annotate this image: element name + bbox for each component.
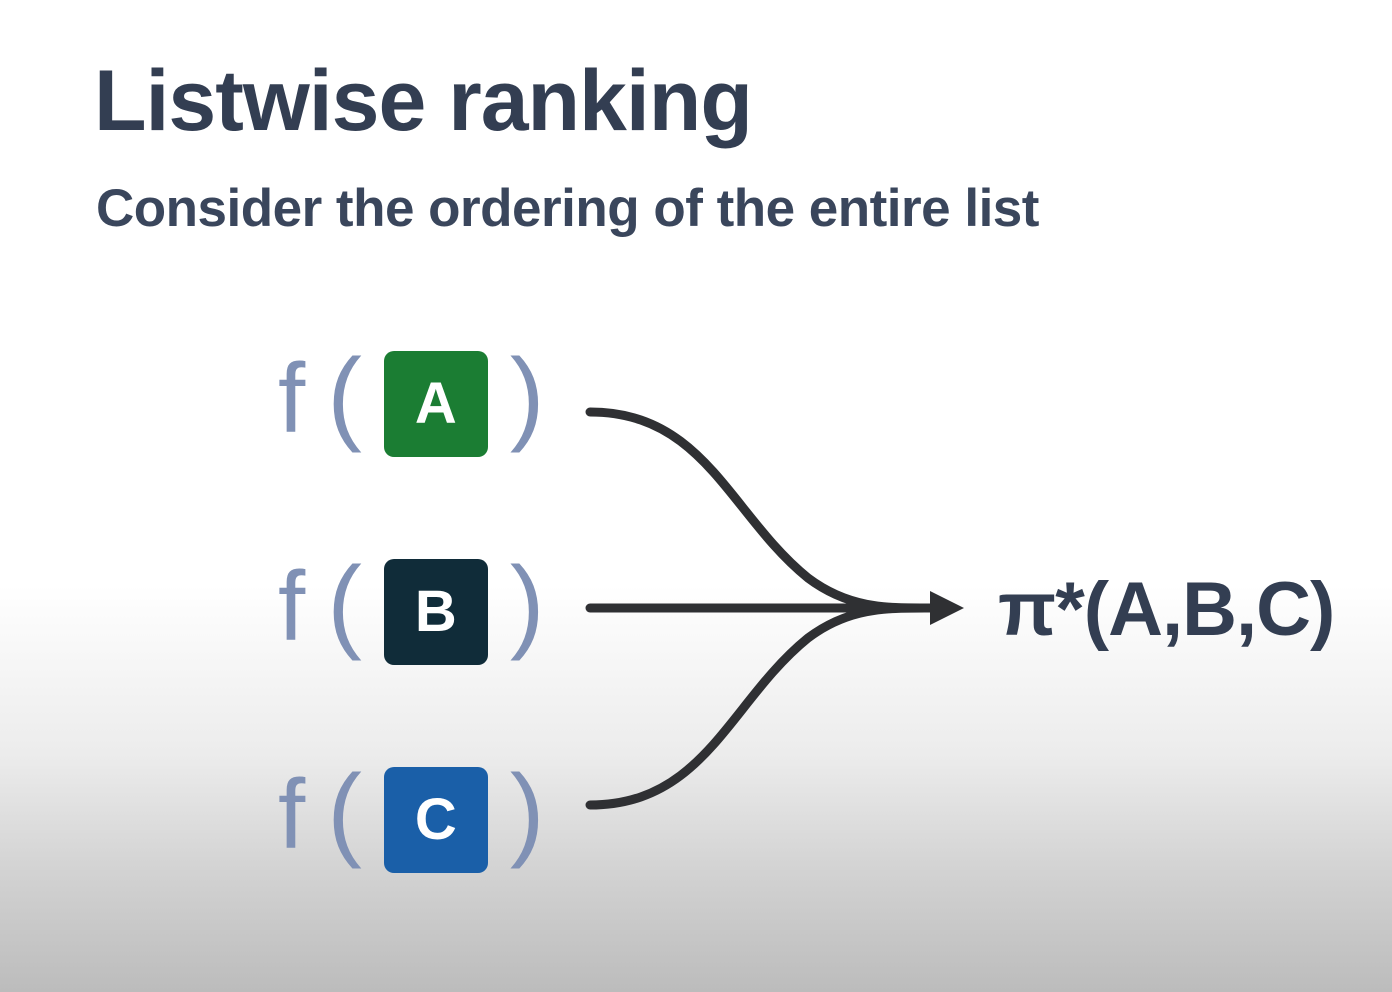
function-row-b: f ( B ) bbox=[278, 551, 545, 668]
function-symbol: f bbox=[278, 343, 306, 453]
arrow-curve-bottom bbox=[585, 603, 930, 810]
item-letter: C bbox=[414, 787, 457, 852]
item-box-b: B bbox=[383, 559, 488, 665]
item-letter: B bbox=[414, 579, 457, 644]
page-title: Listwise ranking bbox=[94, 53, 753, 149]
merge-arrow-right-icon bbox=[585, 407, 964, 810]
open-paren: ( bbox=[327, 338, 362, 454]
close-paren: ) bbox=[509, 338, 545, 454]
close-paren: ) bbox=[509, 546, 545, 662]
function-row-c: f ( C ) bbox=[278, 759, 545, 876]
open-paren: ( bbox=[327, 754, 362, 870]
close-paren: ) bbox=[509, 754, 545, 870]
item-box-a: A bbox=[383, 351, 488, 457]
arrowhead bbox=[930, 591, 964, 625]
arrow-curve-top bbox=[585, 407, 930, 613]
function-symbol: f bbox=[278, 551, 306, 661]
function-row-a: f ( A ) bbox=[278, 343, 545, 460]
function-symbol: f bbox=[278, 759, 306, 869]
item-letter: A bbox=[414, 371, 457, 436]
item-box-c: C bbox=[383, 767, 488, 873]
output-permutation-label: π*(A,B,C) bbox=[998, 567, 1335, 652]
page-subtitle: Consider the ordering of the entire list bbox=[96, 179, 1039, 238]
open-paren: ( bbox=[327, 546, 362, 662]
